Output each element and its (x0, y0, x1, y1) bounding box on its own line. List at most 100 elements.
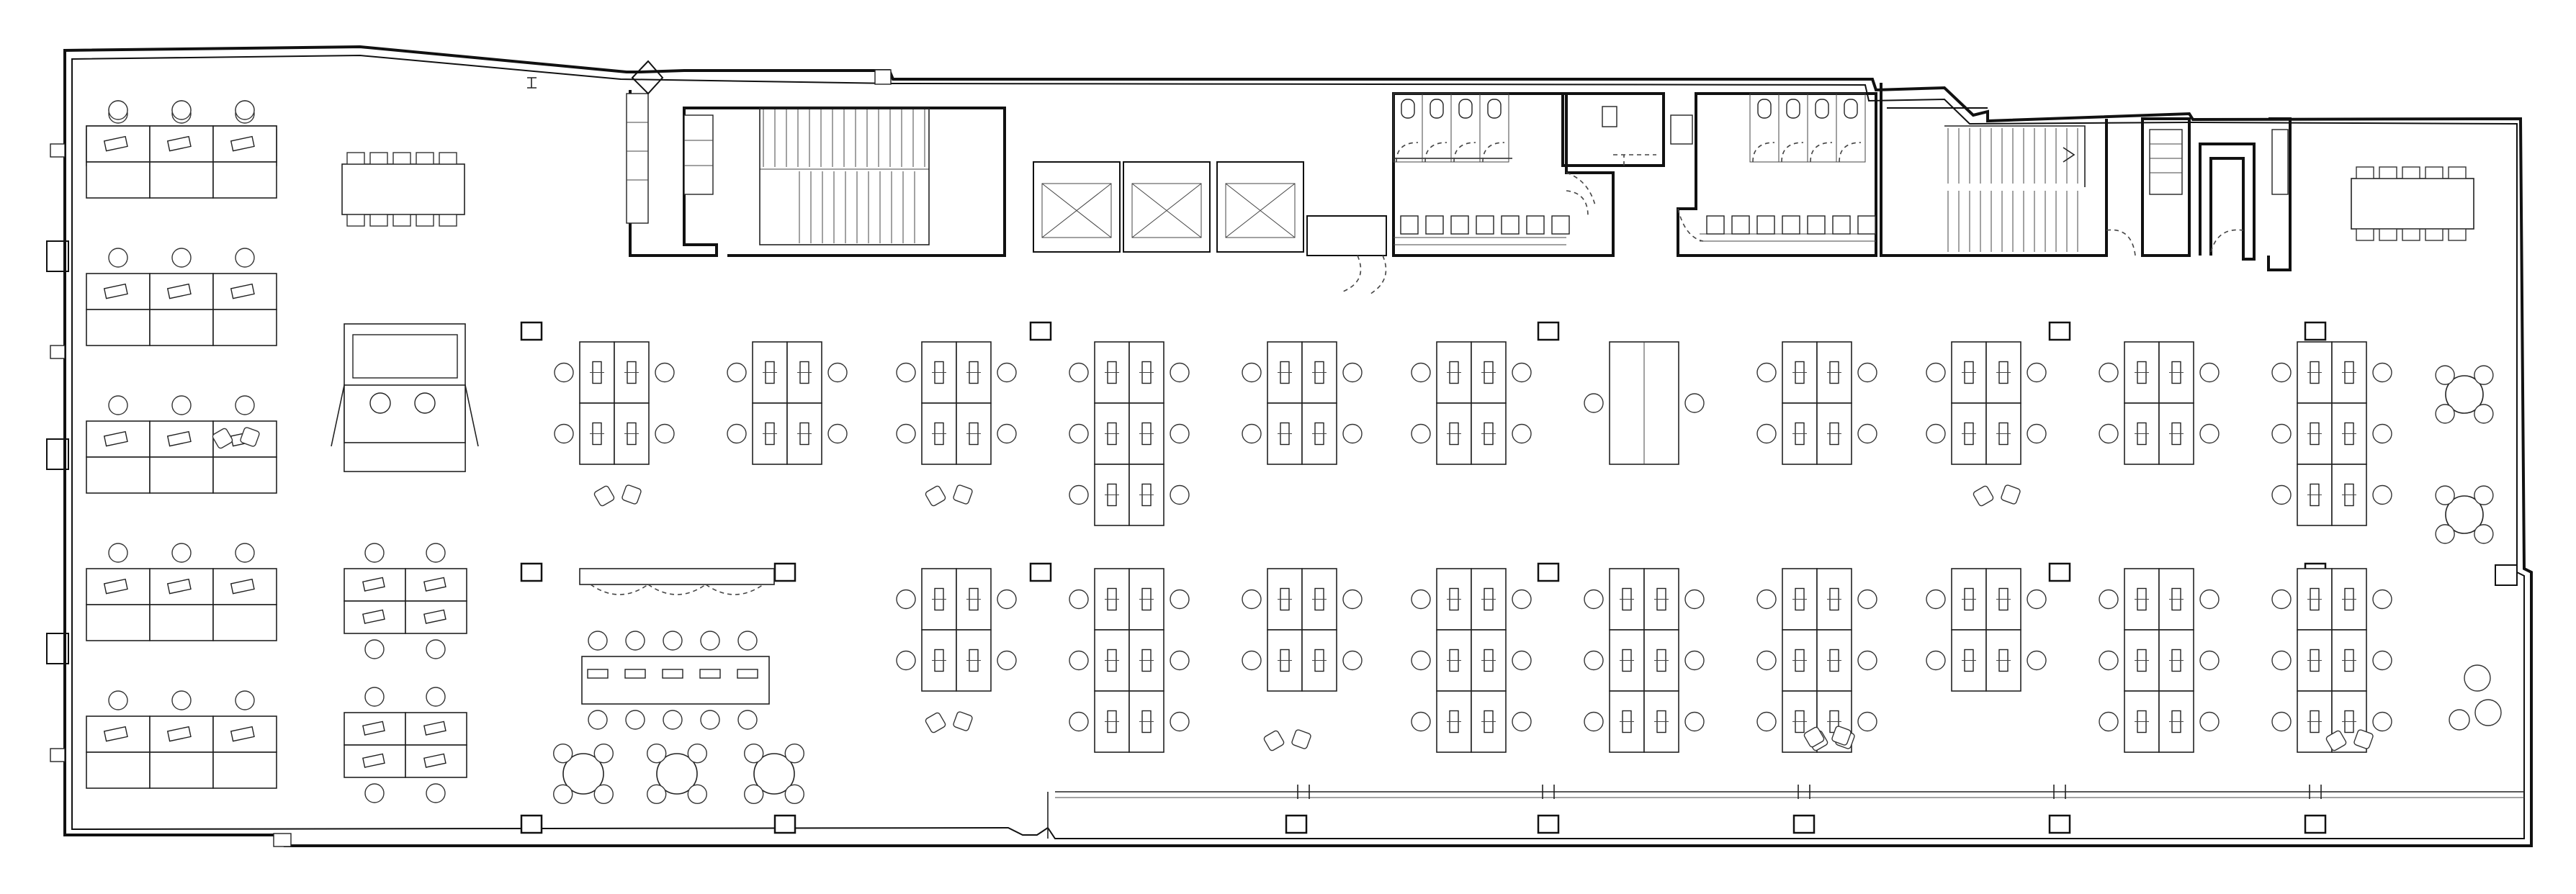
chair (700, 631, 720, 651)
workstation-pod (554, 341, 675, 465)
column (2048, 321, 2071, 341)
workstation-pod (1756, 568, 1877, 753)
chair (727, 423, 747, 444)
column (2304, 321, 2327, 341)
stool (2449, 709, 2470, 731)
chair (744, 744, 764, 764)
column (520, 321, 543, 341)
chair (1926, 589, 1946, 610)
chair (1069, 484, 1089, 505)
chair (588, 710, 608, 730)
chair (1170, 589, 1190, 610)
chair (2435, 485, 2455, 505)
round-table (2435, 485, 2494, 544)
chair (744, 784, 764, 804)
furniture-layout (86, 100, 2502, 804)
chair (2027, 650, 2047, 671)
chair (2435, 404, 2455, 424)
chair (554, 362, 574, 383)
chair (2474, 524, 2494, 544)
chair (1069, 362, 1089, 383)
chair (1242, 423, 1262, 444)
round-table (647, 744, 707, 804)
desk (86, 309, 151, 346)
workstation-pod (727, 341, 848, 465)
chair (1342, 650, 1363, 671)
lounge-chairs (593, 484, 642, 507)
chair (1584, 589, 1604, 610)
workstation-pod (1069, 568, 1190, 753)
chair (1756, 711, 1777, 732)
chair (997, 650, 1017, 671)
lounge-chairs (1263, 729, 1311, 751)
chair (2027, 362, 2047, 383)
chair (2474, 365, 2494, 385)
chair (1926, 650, 1946, 671)
chair (1926, 362, 1946, 383)
chair (553, 784, 573, 804)
chair (1857, 589, 1877, 610)
chair (171, 395, 192, 415)
chair (1926, 423, 1946, 444)
chair (108, 100, 128, 120)
desk (86, 456, 151, 494)
stool (2464, 664, 2491, 692)
round-table (2435, 365, 2494, 424)
chair (2372, 711, 2392, 732)
stool (2474, 699, 2502, 726)
chair (171, 690, 192, 710)
lounge-chairs (1973, 484, 2021, 507)
workstation-pod (1242, 341, 1363, 465)
structural-columns (520, 321, 2327, 834)
workstation-pod (1411, 568, 1532, 753)
chair (1584, 393, 1604, 413)
workstation-cluster (344, 543, 467, 659)
chair (663, 710, 683, 730)
chair (1170, 650, 1190, 671)
chair (2099, 362, 2119, 383)
column (1537, 562, 1560, 582)
chair (1584, 711, 1604, 732)
column (2048, 562, 2071, 582)
chair (2199, 589, 2220, 610)
column (773, 562, 796, 582)
chair (2271, 589, 2292, 610)
workstation-pod (1242, 568, 1363, 692)
desk (212, 604, 277, 641)
chair (727, 362, 747, 383)
chair (663, 631, 683, 651)
workstation-pod (896, 568, 1017, 692)
chair (1857, 711, 1877, 732)
toilet-cubicles-1 (1393, 93, 1570, 235)
bench-desk (579, 568, 775, 730)
lounge-chairs (212, 427, 260, 449)
workstation-pod (1584, 568, 1705, 753)
chair (2271, 362, 2292, 383)
stair-treads-2 (1947, 128, 2078, 252)
chair (1069, 650, 1089, 671)
workstation-pod (1926, 341, 2047, 465)
chair (1512, 362, 1532, 383)
chair (2372, 589, 2392, 610)
chair (2099, 711, 2119, 732)
chair (1342, 589, 1363, 610)
chair (364, 687, 385, 707)
chair (1857, 362, 1877, 383)
desk (86, 161, 151, 199)
workstation-pod (896, 341, 1017, 465)
chair (364, 543, 385, 563)
chair (2372, 362, 2392, 383)
chair (1756, 423, 1777, 444)
chair (1512, 711, 1532, 732)
chair (687, 784, 707, 804)
chair (108, 395, 128, 415)
workstation-cluster (86, 543, 277, 631)
chair (2027, 589, 2047, 610)
chair (108, 248, 128, 268)
lounge-chairs (1803, 726, 1852, 748)
chair (997, 423, 1017, 444)
chair (1170, 362, 1190, 383)
chair (235, 395, 255, 415)
desk (212, 751, 277, 789)
